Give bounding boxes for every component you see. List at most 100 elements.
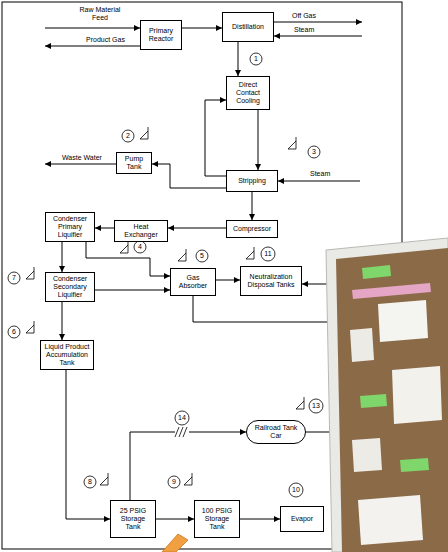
paper-sheet <box>358 495 423 545</box>
node-label: Gas Absorber <box>174 274 212 289</box>
line-break-mark <box>175 427 187 437</box>
callout-number: 3 <box>306 147 322 157</box>
node-label: Primary Reactor <box>144 27 178 42</box>
sample-point-symbol <box>296 397 304 409</box>
flow-connector <box>152 164 226 188</box>
flow-connector <box>95 228 114 229</box>
callout-number: 13 <box>308 401 324 411</box>
sample-point-symbol <box>26 321 34 333</box>
node-label: Railroad Tank Car <box>250 424 302 439</box>
stream-label: Waste Water <box>62 154 102 162</box>
callout-number: 8 <box>82 477 98 487</box>
process-box: Primary Reactor <box>140 20 182 50</box>
node-label: 25 PSIG Storage Tank <box>114 507 152 530</box>
node-label: Compressor <box>233 225 271 233</box>
process-box: Heat Exchanger <box>114 220 168 242</box>
flow-connector <box>156 519 194 520</box>
sticky-note <box>360 394 387 408</box>
flow-connector <box>252 192 253 220</box>
waste-water-line <box>45 164 116 165</box>
paper-strip <box>352 283 431 299</box>
node-label: 100 PSIG Storage Tank <box>198 507 236 530</box>
flow-connector <box>258 110 259 170</box>
process-box: Neutralization Disposal Tanks <box>240 266 302 296</box>
off-gas-line <box>274 22 362 23</box>
sample-point-symbol <box>288 137 296 149</box>
flow-connector <box>86 242 170 276</box>
photo-frame <box>326 238 448 552</box>
process-box: Direct Contact Cooling <box>226 76 270 110</box>
sample-point-symbol <box>120 241 128 253</box>
sticky-note <box>362 265 391 279</box>
node-label: Stripping <box>238 177 266 185</box>
callout-number: 4 <box>132 242 148 252</box>
stream-label: Steam <box>294 26 314 34</box>
sample-point-symbol <box>140 127 148 139</box>
callout-number: 6 <box>6 327 22 337</box>
sample-point-symbols <box>26 127 304 485</box>
callout-number: 1 <box>248 54 264 64</box>
node-label: Condenser Primary Liquifier <box>49 215 91 238</box>
tank-car-box: Railroad Tank Car <box>246 420 306 444</box>
sample-point-symbol <box>26 267 34 279</box>
stream-label: Product Gas <box>86 36 125 44</box>
callout-number: 5 <box>194 251 210 261</box>
process-box: Condenser Primary Liquifier <box>45 212 95 242</box>
node-label: Evapor <box>291 515 313 523</box>
process-box: 25 PSIG Storage Tank <box>110 500 156 538</box>
callout-number: 7 <box>6 273 22 283</box>
sample-point-symbol <box>100 473 108 485</box>
callout-number: 10 <box>288 485 304 495</box>
stream-label: Off Gas <box>292 12 316 20</box>
feed-line <box>45 28 140 29</box>
process-box: Condenser Secondary Liquifier <box>45 272 95 302</box>
node-label: Pump Tank <box>120 155 148 170</box>
node-label: Distillation <box>232 23 264 31</box>
paper-sheet <box>378 300 428 342</box>
steam-line <box>278 181 360 182</box>
vent-line <box>193 296 332 322</box>
flow-connector <box>182 28 222 29</box>
flow-connector <box>238 42 239 76</box>
process-box: Evapor <box>280 506 324 532</box>
paper-sheet <box>392 366 442 424</box>
product-gas-line <box>45 46 140 47</box>
sample-point-symbol <box>246 247 254 259</box>
callout-circle <box>309 399 323 413</box>
callout-number: 9 <box>166 477 182 487</box>
flow-connector <box>95 290 170 291</box>
flow-connector <box>62 302 63 340</box>
callout-number: 14 <box>174 413 190 423</box>
sample-point-symbol <box>184 473 192 485</box>
process-box: Stripping <box>226 170 278 192</box>
flow-connector <box>66 370 110 519</box>
node-label: Liquid Product Accumulation Tank <box>44 343 90 366</box>
flow-connector <box>62 242 63 272</box>
node-label: Heat Exchanger <box>118 223 164 238</box>
callout-circle <box>261 247 275 261</box>
process-box: 100 PSIG Storage Tank <box>194 500 240 538</box>
flow-connector <box>240 519 280 520</box>
sticky-note <box>400 458 429 472</box>
flow-connector <box>168 228 226 229</box>
pencil-pointer <box>162 534 188 552</box>
node-label: Direct Contact Cooling <box>230 81 266 104</box>
flow-connector <box>205 100 226 176</box>
flow-connector <box>216 280 240 281</box>
node-label: Condenser Secondary Liquifier <box>49 275 91 298</box>
paper-sheet <box>350 328 374 362</box>
process-box: Distillation <box>222 12 274 42</box>
callout-number: 2 <box>120 131 136 141</box>
process-box: Pump Tank <box>116 152 152 174</box>
sample-point-symbol <box>178 249 186 261</box>
flow-connector <box>130 432 246 500</box>
process-box: Compressor <box>226 220 278 238</box>
callout-circle <box>175 411 189 425</box>
stream-label: Raw Material Feed <box>76 6 124 21</box>
callout-number: 11 <box>260 249 276 259</box>
paper-sheet <box>352 438 382 472</box>
process-box: Gas Absorber <box>170 268 216 296</box>
line-break-gap <box>175 428 189 436</box>
stream-label: Steam <box>310 170 330 178</box>
process-box: Liquid Product Accumulation Tank <box>40 340 94 370</box>
